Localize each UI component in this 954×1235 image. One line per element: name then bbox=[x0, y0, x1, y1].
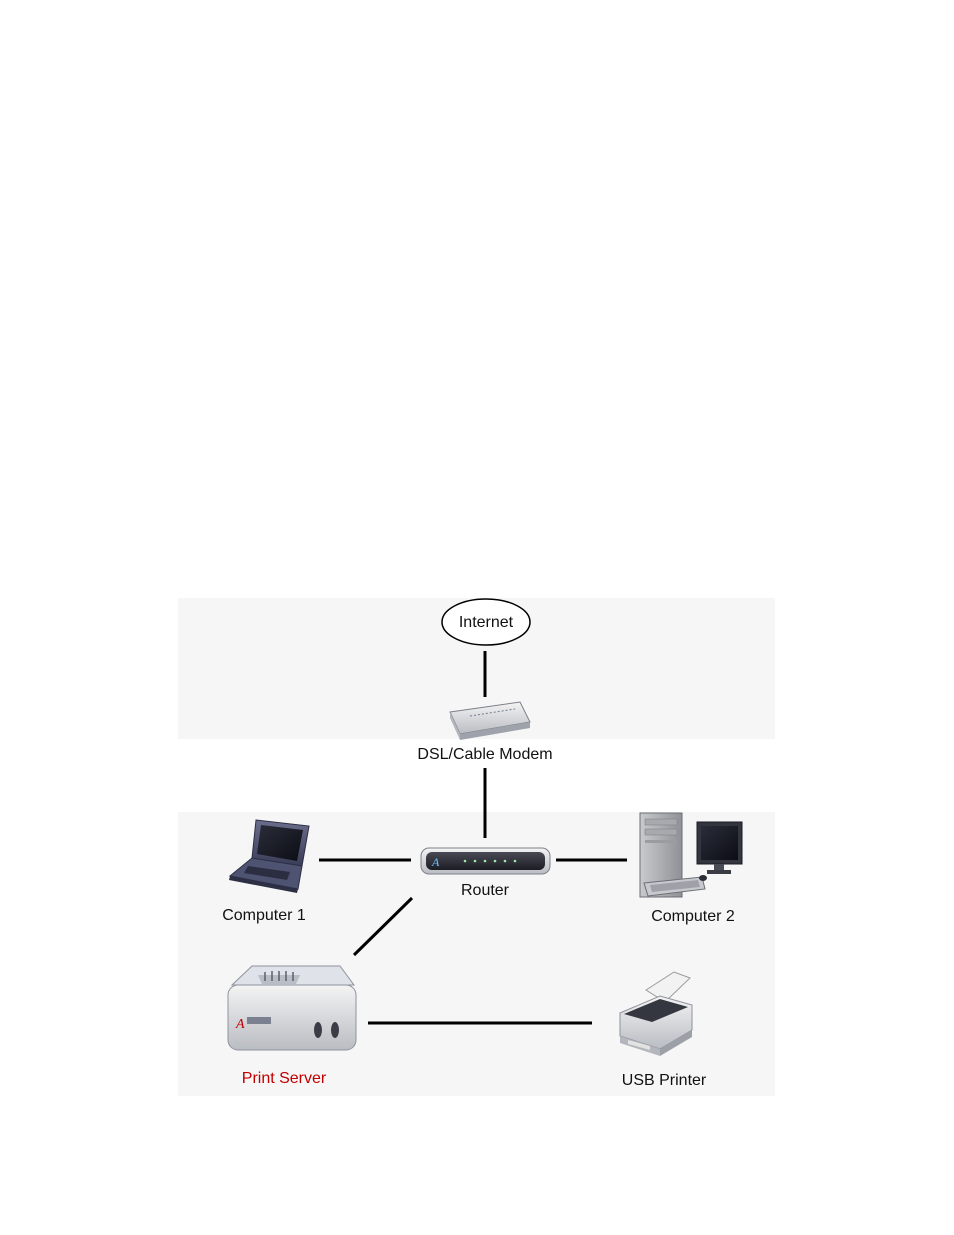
router-node: A Router bbox=[420, 847, 551, 899]
print-server-icon: A bbox=[227, 965, 357, 1051]
svg-text:A: A bbox=[235, 1017, 245, 1032]
modem-label: DSL/Cable Modem bbox=[417, 746, 552, 763]
usb-printer-label: USB Printer bbox=[622, 1072, 707, 1089]
printer-icon bbox=[619, 971, 693, 1056]
internet-label: Internet bbox=[459, 614, 514, 631]
modem-icon bbox=[449, 701, 531, 740]
router-label: Router bbox=[461, 882, 510, 899]
router-icon: A bbox=[420, 847, 551, 875]
internet-node: Internet bbox=[441, 598, 531, 646]
print-server-node: A Print Server bbox=[227, 965, 357, 1087]
computer2-node: Computer 2 bbox=[639, 812, 743, 925]
computer1-node: Computer 1 bbox=[222, 819, 310, 924]
desktop-computer-icon bbox=[639, 812, 743, 898]
print-server-label: Print Server bbox=[242, 1070, 327, 1087]
svg-text:A: A bbox=[431, 855, 440, 869]
usb-printer-node: USB Printer bbox=[619, 971, 707, 1089]
laptop-icon bbox=[228, 819, 310, 893]
internet-ellipse bbox=[441, 598, 531, 646]
modem-node: DSL/Cable Modem bbox=[417, 701, 553, 763]
computer2-label: Computer 2 bbox=[651, 908, 735, 925]
computer1-label: Computer 1 bbox=[222, 907, 306, 924]
link-router-print-server bbox=[352, 896, 414, 957]
